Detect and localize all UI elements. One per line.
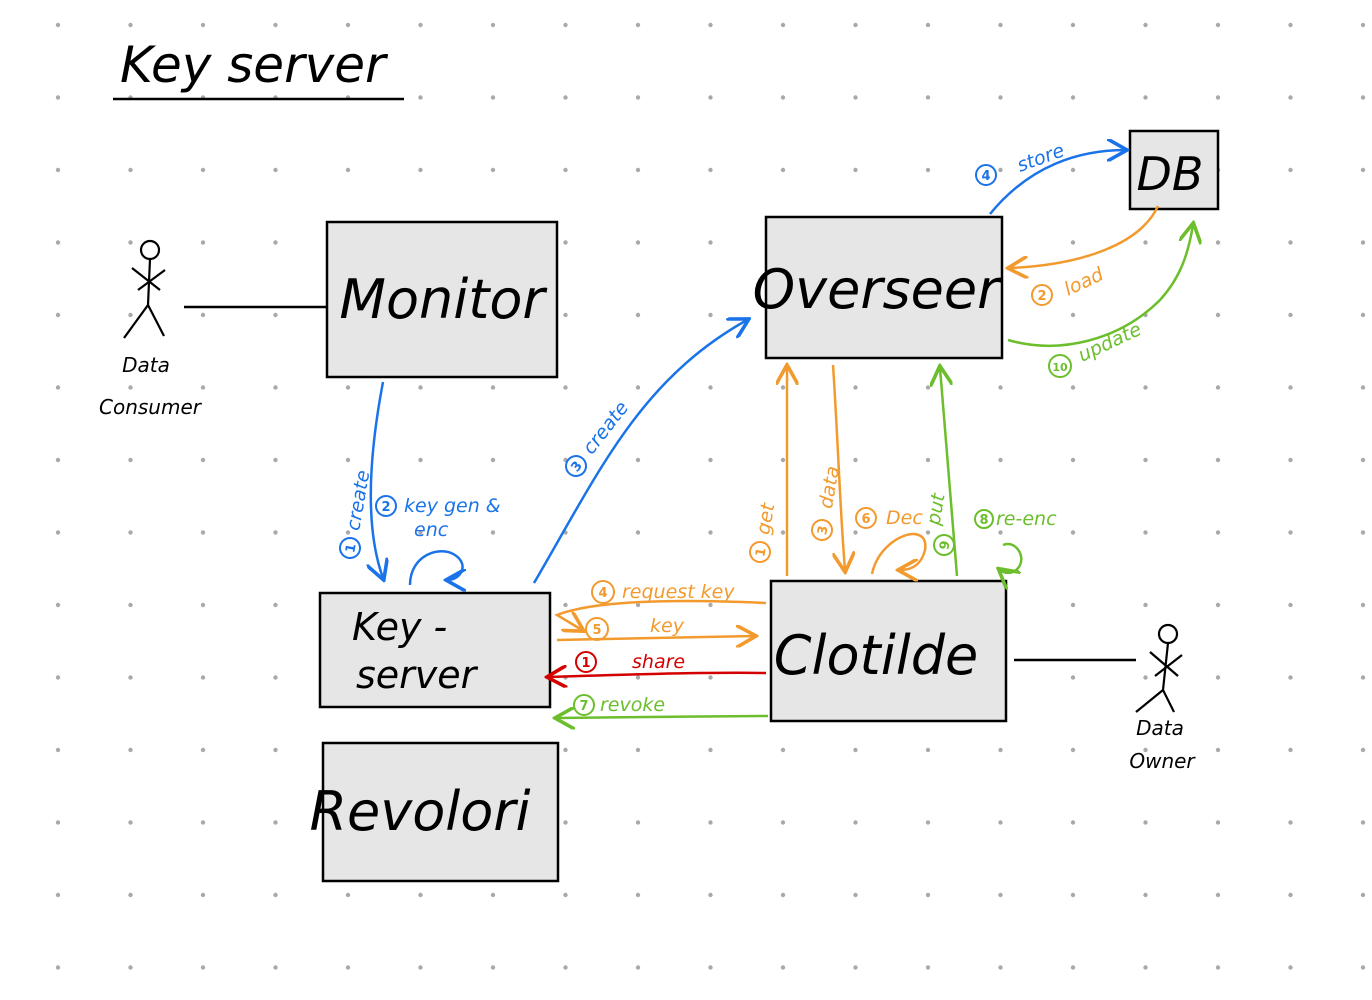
- edge-request-key-4: 4 request key: [554, 580, 767, 630]
- edge-dec-6-num: 6: [861, 512, 870, 527]
- edge-reenc-8: 8 re-enc: [974, 508, 1057, 573]
- edge-reenc-8-num: 8: [979, 513, 988, 528]
- edge-get-1-num: 1: [753, 547, 769, 559]
- clotilde-label: Clotilde: [774, 624, 978, 687]
- clotilde-node[interactable]: Clotilde: [769, 579, 1008, 723]
- edge-key-5: 5 key: [556, 615, 754, 640]
- monitor-label: Monitor: [339, 268, 547, 331]
- edge-put-9: 9 put: [922, 368, 959, 577]
- edge-share-1-num: 1: [581, 656, 590, 671]
- edge-keygen-2-label-line2: enc: [414, 519, 449, 541]
- stick-figure-icon: [123, 239, 166, 339]
- overseer-label: Overseer: [753, 258, 1002, 321]
- revolori-node[interactable]: Revolori: [310, 741, 560, 883]
- stick-figure-icon: [1135, 623, 1183, 713]
- edge-dec-6-label: Dec: [886, 507, 923, 529]
- edge-load-2-num: 2: [1037, 289, 1046, 304]
- edge-create-1-num: 1: [343, 543, 359, 555]
- page-title: Key server: [113, 36, 404, 101]
- edge-dec-6: 6 Dec: [855, 507, 927, 574]
- key-server-label-line1: Key -: [352, 605, 447, 649]
- data-owner-actor[interactable]: Data Owner: [1129, 623, 1196, 773]
- edge-request-key-4-label: request key: [622, 581, 735, 603]
- data-consumer-actor[interactable]: Data Consumer: [99, 239, 203, 419]
- edge-keygen-2-num: 2: [381, 500, 390, 515]
- edge-keygen-2: 2 key gen & enc: [375, 495, 501, 585]
- edge-revoke-7: 7 revoke: [557, 694, 769, 718]
- edge-reenc-8-label: re-enc: [996, 508, 1057, 530]
- db-label: DB: [1137, 147, 1204, 201]
- db-node[interactable]: DB: [1128, 129, 1220, 211]
- consumer-label-line2: Consumer: [99, 395, 203, 419]
- edge-revoke-7-label: revoke: [600, 694, 665, 716]
- monitor-node[interactable]: Monitor: [325, 220, 559, 379]
- edge-keygen-2-label-line1: key gen &: [404, 495, 501, 517]
- consumer-label-line1: Data: [122, 353, 170, 377]
- owner-label-line1: Data: [1136, 716, 1184, 740]
- edge-revoke-7-num: 7: [579, 699, 588, 714]
- key-server-node[interactable]: Key - server: [318, 591, 552, 709]
- title-text: Key server: [120, 36, 389, 94]
- edge-request-key-4-num: 4: [598, 586, 607, 601]
- overseer-node[interactable]: Overseer: [753, 215, 1004, 360]
- edge-put-9-num: 9: [937, 540, 953, 552]
- edge-key-5-num: 5: [592, 623, 601, 638]
- revolori-label: Revolori: [310, 780, 531, 843]
- edge-share-1-label: share: [632, 651, 685, 673]
- edge-share-1: 1 share: [549, 651, 767, 677]
- owner-label-line2: Owner: [1129, 749, 1196, 773]
- edge-data-3-num: 3: [815, 525, 831, 537]
- edge-store-4-num: 4: [981, 169, 990, 184]
- edge-key-5-label: key: [650, 615, 685, 637]
- key-server-label-line2: server: [356, 653, 479, 697]
- edge-update-10-num: 10: [1052, 361, 1068, 374]
